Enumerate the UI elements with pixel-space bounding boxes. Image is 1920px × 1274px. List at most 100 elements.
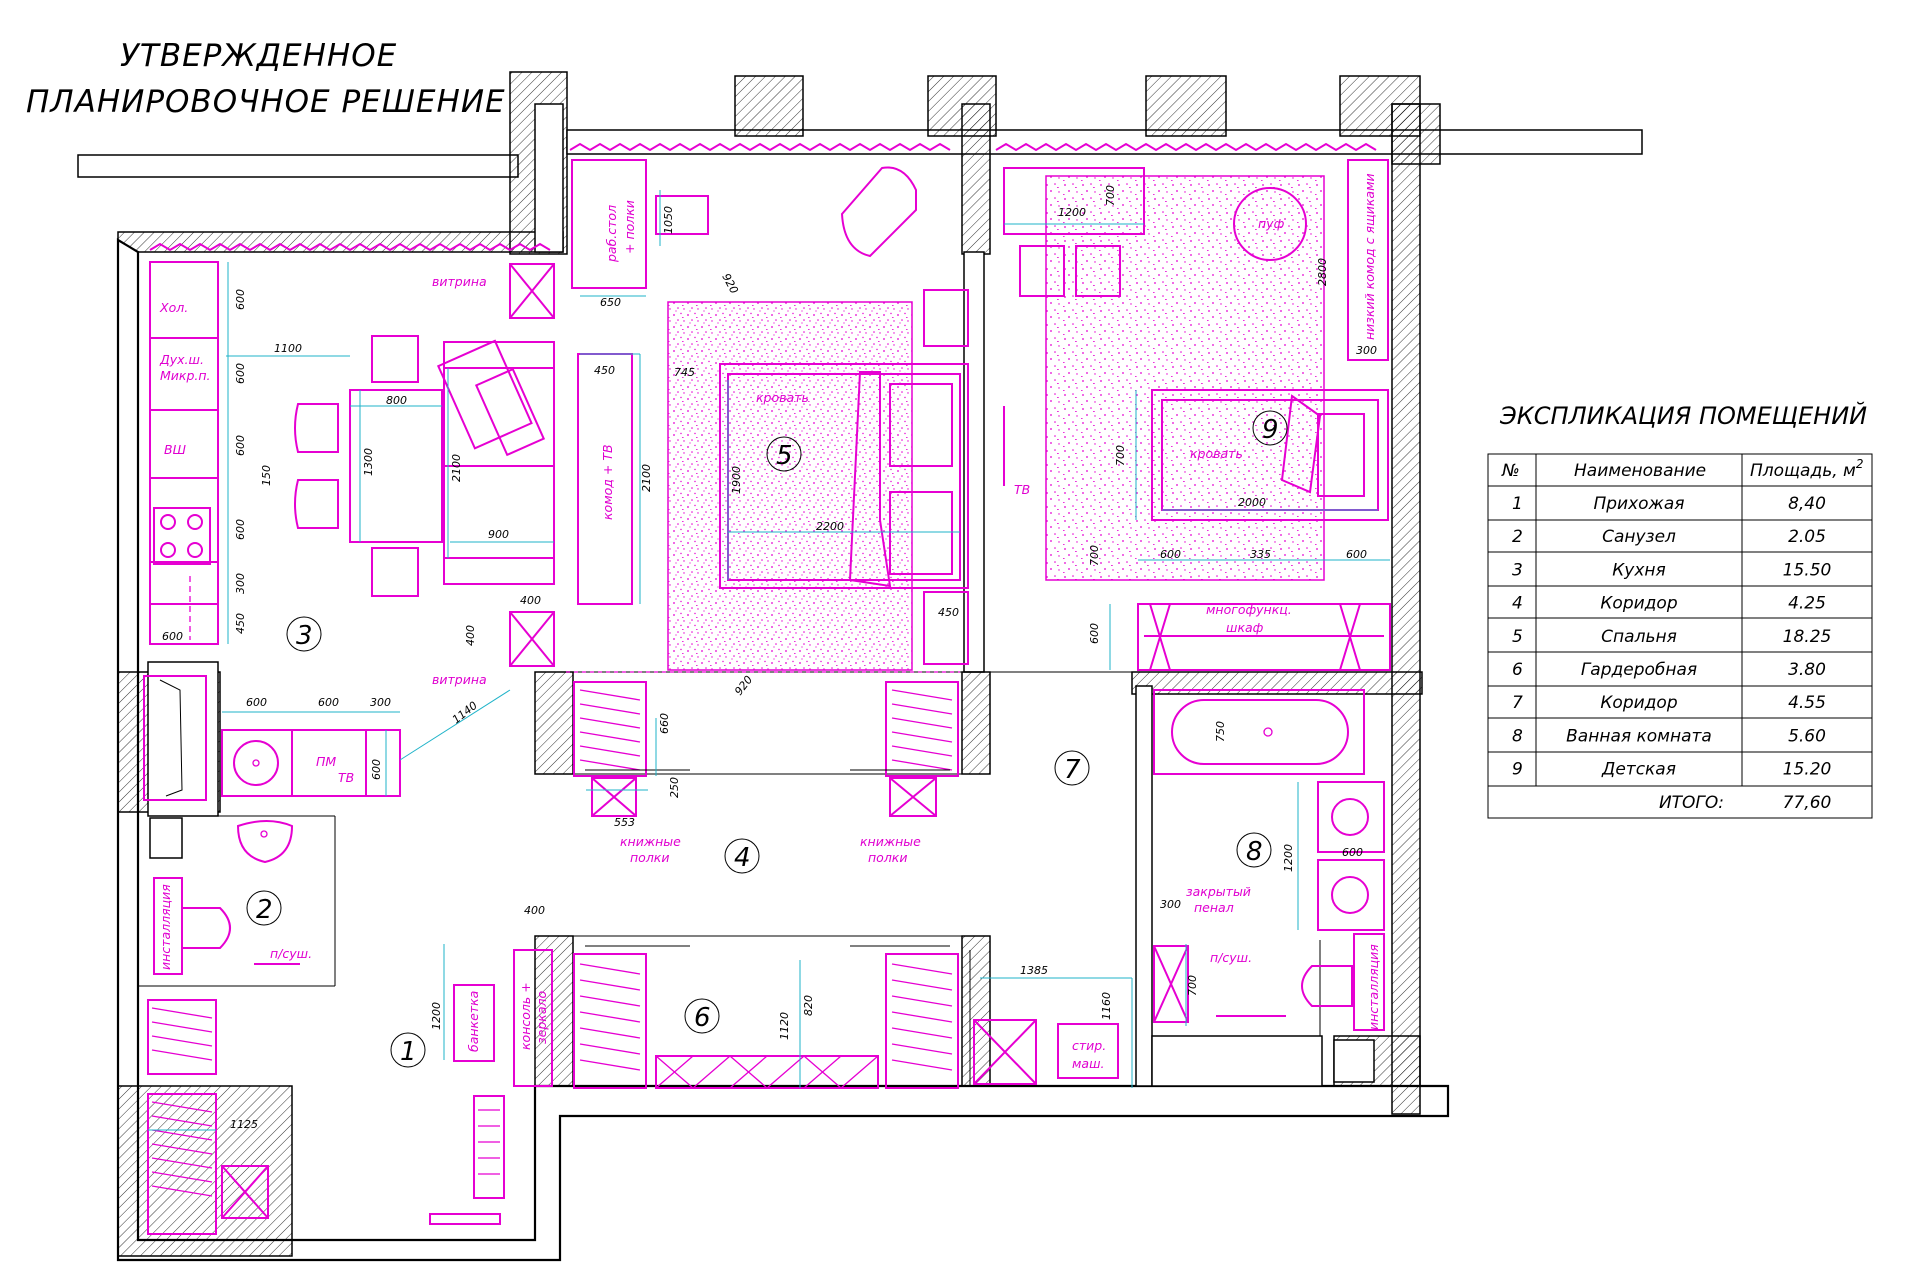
dim-text: 1300 <box>362 448 375 476</box>
dim-text: 600 <box>1088 623 1101 644</box>
row-area: 15.50 <box>1783 560 1832 580</box>
row-num: 5 <box>1512 627 1523 647</box>
label-bookshelves-l2: полки <box>630 850 669 865</box>
row-area: 2.05 <box>1788 527 1826 547</box>
dim-text: 1125 <box>230 1118 258 1131</box>
room-number-7: 7 <box>1054 750 1090 786</box>
row-num: 2 <box>1512 527 1523 547</box>
row-name: Гардеробная <box>1581 660 1697 680</box>
dim-text: 800 <box>386 394 407 407</box>
dim-text: 1200 <box>1058 206 1086 219</box>
row-area: 5.60 <box>1788 726 1826 746</box>
dim-text: 335 <box>1250 548 1271 561</box>
room-number-5: 5 <box>766 436 802 472</box>
row-num: 3 <box>1512 560 1523 580</box>
walls <box>77 71 1643 1262</box>
dim-text: 1120 <box>778 1012 791 1040</box>
explication-heading: ЭКСПЛИКАЦИЯ ПОМЕЩЕНИЙ <box>1499 401 1867 430</box>
dim-text: 250 <box>668 777 681 798</box>
kids-room-furniture <box>995 142 1391 671</box>
label-oven-2: Микр.п. <box>160 368 211 383</box>
row-name: Ванная комната <box>1566 726 1712 746</box>
room-number-9: 9 <box>1252 410 1288 446</box>
room-numbers: 3 5 9 7 4 8 2 6 1 <box>246 410 1288 1068</box>
room-number-6: 6 <box>684 998 720 1034</box>
svg-text:7: 7 <box>1064 755 1081 785</box>
dim-text: 1100 <box>274 342 302 355</box>
label-closed-2: пенал <box>1194 900 1234 915</box>
col-header-name: Наименование <box>1574 461 1706 481</box>
svg-text:8: 8 <box>1246 837 1263 867</box>
svg-text:2: 2 <box>256 895 273 925</box>
svg-text:3: 3 <box>296 621 313 651</box>
dim-text: 900 <box>488 528 509 541</box>
plan-title-line1: УТВЕРЖДЕННОЕ <box>120 38 397 74</box>
label-desk-2: + полки <box>622 200 637 254</box>
label-desk-1: раб.стол <box>604 205 619 263</box>
dim-text: 745 <box>674 366 695 379</box>
dim-text: 400 <box>464 625 477 646</box>
row-num: 6 <box>1512 660 1523 680</box>
row-area: 18.25 <box>1783 627 1832 647</box>
row-num: 9 <box>1512 760 1523 780</box>
dim-text: 450 <box>938 606 959 619</box>
dim-text: 600 <box>246 696 267 709</box>
row-num: 1 <box>1512 494 1523 514</box>
label-console-1: консоль + <box>518 982 533 1050</box>
svg-text:6: 6 <box>694 1003 711 1033</box>
dim-text: 1900 <box>730 466 743 494</box>
row-area: 4.25 <box>1788 594 1826 614</box>
dim-text: 600 <box>162 630 183 643</box>
bedroom-furniture <box>566 142 1005 673</box>
dim-text: 450 <box>234 613 247 634</box>
row-area: 4.55 <box>1788 693 1826 713</box>
label-bookshelves-r2: полки <box>868 850 907 865</box>
row-name: Детская <box>1601 760 1676 780</box>
row-name: Санузел <box>1602 527 1676 547</box>
wc-furniture <box>153 820 300 975</box>
dim-text: 1140 <box>450 699 480 726</box>
label-dishwasher: ПМ <box>316 754 336 769</box>
label-cabinet: ВШ <box>164 442 187 457</box>
label-tv-kitchen: ТВ <box>338 770 354 785</box>
dim-text: 600 <box>370 759 383 780</box>
dim-text: 1200 <box>430 1002 443 1030</box>
dim-text: 553 <box>614 816 635 829</box>
dim-text: 600 <box>234 519 247 540</box>
row-num: 4 <box>1512 594 1523 614</box>
dim-text: 660 <box>658 713 671 734</box>
dim-text: 700 <box>1104 185 1117 206</box>
label-install-right: инсталляция <box>1366 944 1381 1030</box>
label-fridge: Хол. <box>159 300 188 315</box>
svg-text:5: 5 <box>776 441 793 471</box>
bathroom-furniture <box>1153 689 1385 1031</box>
svg-text:9: 9 <box>1262 415 1279 445</box>
dimension-labels: 1100 800 1300 2100 900 150 600 600 600 6… <box>162 185 1377 1131</box>
label-bed-5: кровать <box>756 390 809 405</box>
dim-text: 600 <box>318 696 339 709</box>
label-closed-1: закрытый <box>1186 884 1251 899</box>
dim-text: 2100 <box>640 464 653 492</box>
row-num: 7 <box>1512 693 1523 713</box>
dim-text: 600 <box>1160 548 1181 561</box>
dim-text: 600 <box>234 289 247 310</box>
room-number-8: 8 <box>1236 832 1272 868</box>
label-install-left: инсталляция <box>158 884 173 970</box>
dim-text: 700 <box>1088 545 1101 566</box>
row-area: 8,40 <box>1788 494 1826 514</box>
dim-text: 920 <box>719 271 740 296</box>
kitchen-furniture <box>143 242 555 801</box>
label-towel-right: п/суш. <box>1210 950 1252 965</box>
dim-text: 150 <box>260 465 273 486</box>
label-pouf: пуф <box>1258 216 1285 231</box>
col-header-area: Площадь, м2 <box>1750 457 1864 481</box>
label-dresser-tv: комод + ТВ <box>600 444 615 520</box>
dim-text: 600 <box>1346 548 1367 561</box>
dim-text: 450 <box>594 364 615 377</box>
